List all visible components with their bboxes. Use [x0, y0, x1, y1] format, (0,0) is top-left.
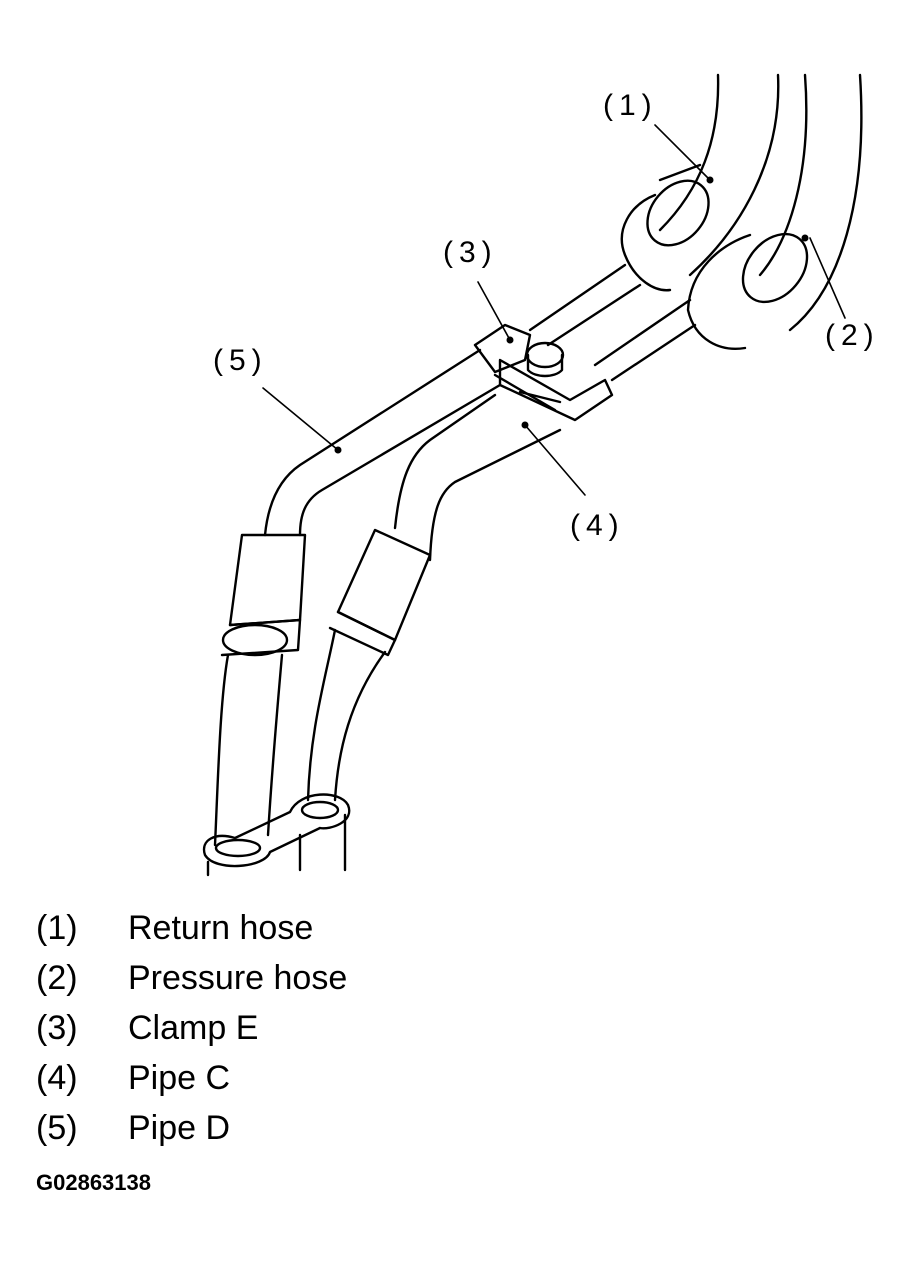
pipe-d: [213, 348, 502, 847]
pressure-hose: [686, 73, 863, 350]
legend-item: (2) Pressure hose: [36, 953, 347, 1003]
callout-5: (5): [213, 344, 268, 377]
legend-label: Pressure hose: [128, 958, 348, 997]
upper-pipes: [528, 263, 697, 382]
legend: (1) Return hose (2) Pressure hose (3) Cl…: [36, 903, 347, 1153]
legend-number: (4): [36, 1058, 78, 1097]
return-hose: [620, 73, 780, 292]
legend-label: Pipe C: [128, 1058, 231, 1097]
legend-item: (1) Return hose: [36, 903, 347, 953]
pipe-c: [306, 393, 562, 802]
hose-pipe-diagram: (1) (2) (3) (4) (5): [202, 73, 880, 877]
legend-number: (5): [36, 1108, 78, 1147]
callout-3: (3): [443, 236, 498, 269]
legend-item: (3) Clamp E: [36, 1003, 347, 1053]
leader-lines: [262, 124, 846, 496]
legend-item: (5) Pipe D: [36, 1103, 347, 1153]
leader-dots: [334, 176, 809, 454]
figure-id: G02863138: [36, 1170, 151, 1195]
legend-label: Clamp E: [128, 1008, 259, 1047]
clamp-e: [473, 323, 614, 422]
legend-number: (3): [36, 1008, 78, 1047]
legend-item: (4) Pipe C: [36, 1053, 347, 1103]
callout-4: (4): [570, 509, 625, 542]
legend-number: (2): [36, 958, 78, 997]
bottom-bracket: [202, 793, 351, 877]
legend-label: Pipe D: [128, 1108, 231, 1147]
callout-2: (2): [825, 319, 880, 352]
callout-1: (1): [603, 89, 658, 122]
legend-label: Return hose: [128, 908, 314, 947]
legend-number: (1): [36, 908, 78, 947]
